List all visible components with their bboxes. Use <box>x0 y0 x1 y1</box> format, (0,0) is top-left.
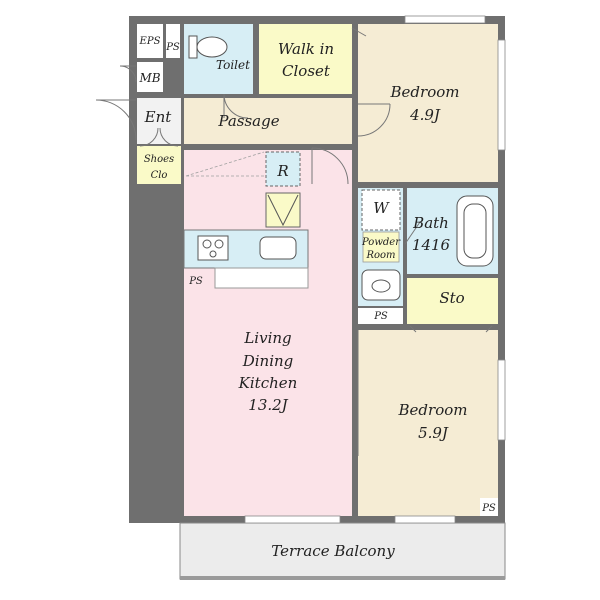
door-walk-in-closet[interactable] <box>351 27 367 37</box>
balcony-floor <box>179 522 506 580</box>
storage-label: Sto <box>439 289 464 307</box>
balcony-label: Terrace Balcony <box>271 542 395 560</box>
window-ldk-south <box>244 515 341 524</box>
shoes-closet-label-1: Shoes <box>144 154 174 165</box>
washer-space <box>361 189 401 231</box>
toilet-icon <box>188 35 228 59</box>
washbasin-icon <box>361 269 401 301</box>
bedroom-north-label-1: Bedroom <box>390 83 460 101</box>
ps-top-floor <box>166 24 180 58</box>
powder-mat <box>362 231 400 263</box>
door-shoes-closet[interactable] <box>139 127 179 147</box>
window-bedroom-south <box>394 515 456 524</box>
shoes-closet-label-2: Clo <box>151 170 168 181</box>
bedroom-south-label-2: 5.9J <box>418 424 449 442</box>
eps-label: EPS <box>139 36 161 47</box>
passage-label: Passage <box>217 112 279 130</box>
door-bedroom-north[interactable] <box>357 103 391 137</box>
storage-floor <box>407 278 498 324</box>
powder-room-label-2: Room <box>365 250 395 261</box>
ps-top-label: PS <box>165 42 180 53</box>
refrigerator-space <box>265 151 301 187</box>
bedroom-north-label-2: 4.9J <box>409 106 441 124</box>
ps-powder-floor <box>358 308 403 324</box>
ldk-label-2: Dining <box>242 352 294 370</box>
door-entrance[interactable] <box>95 99 137 141</box>
bedroom-south-floor <box>358 330 498 516</box>
refrigerator-label: R <box>276 162 288 180</box>
walk-in-closet-floor <box>259 24 352 94</box>
ldk-label-3: Kitchen <box>238 374 298 392</box>
shoes-closet-floor <box>137 146 181 184</box>
bath-label-1: Bath <box>412 214 449 232</box>
window-bedroom-north-side <box>497 39 506 151</box>
ps-kitchen-label: PS <box>188 276 203 287</box>
entrance-floor <box>137 98 181 144</box>
bath-label-2: 1416 <box>412 236 451 254</box>
door-bath[interactable] <box>404 221 421 245</box>
kitchen-peninsula <box>214 267 309 289</box>
door-ldk[interactable] <box>311 147 349 185</box>
balcony-railing <box>180 576 505 580</box>
ldk-label-4: 13.2J <box>248 396 288 414</box>
ldk-label-1: Living <box>243 329 291 347</box>
door-mb[interactable] <box>119 65 137 83</box>
kitchen-dashed-lines <box>185 151 265 177</box>
eps-floor <box>137 24 163 58</box>
door-storage[interactable] <box>409 325 493 333</box>
window-bedroom-north <box>404 15 486 24</box>
ps-corner-label: PS <box>481 503 496 514</box>
bedroom-north-floor <box>358 24 498 182</box>
mb-label: MB <box>138 71 160 85</box>
shower-area-icon <box>463 203 487 259</box>
mb-floor <box>137 62 163 92</box>
ps-corner-floor <box>480 498 498 516</box>
passage-floor <box>184 98 352 144</box>
walk-in-closet-label-1: Walk in <box>278 40 334 58</box>
window-bedroom-south-side <box>497 359 506 441</box>
washer-label: W <box>373 199 390 217</box>
toilet-label: Toilet <box>216 58 250 72</box>
stove-icon <box>197 235 229 261</box>
ps-powder-label: PS <box>373 311 388 322</box>
range-hood-icon <box>265 192 301 228</box>
washbasin-bowl <box>371 279 391 293</box>
entrance-label: Ent <box>144 108 173 126</box>
walk-in-closet-label-2: Closet <box>282 62 331 80</box>
sink-icon <box>259 236 297 260</box>
door-toilet[interactable] <box>223 93 249 119</box>
bathtub-icon <box>456 195 494 267</box>
powder-room-label-1: Powder <box>361 237 401 248</box>
bedroom-south-label-1: Bedroom <box>398 401 468 419</box>
